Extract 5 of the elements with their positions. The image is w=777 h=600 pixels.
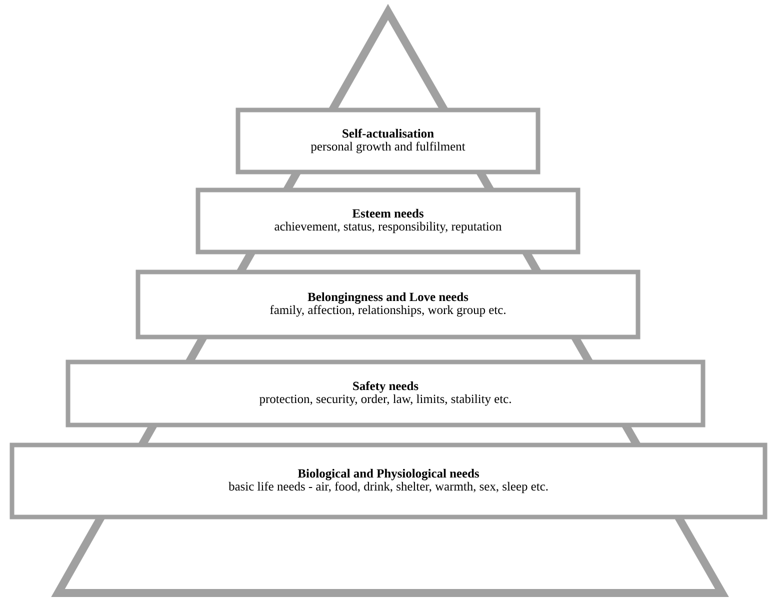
need-box: Self-actualisation personal growth and fulfilment xyxy=(236,108,540,174)
need-box: Belongingness and Love needs family, affection, relationships, work group etc. xyxy=(136,270,640,340)
need-box: Biological and Physiological needs basic life needs - air, food, drink, shelter, warmth, sex, sleep etc. xyxy=(10,442,768,520)
need-box: Esteem needs achievement, status, responsibility, reputation xyxy=(196,188,580,254)
need-box: Safety needs protection, security, order, law, limits, stability etc. xyxy=(66,360,706,428)
